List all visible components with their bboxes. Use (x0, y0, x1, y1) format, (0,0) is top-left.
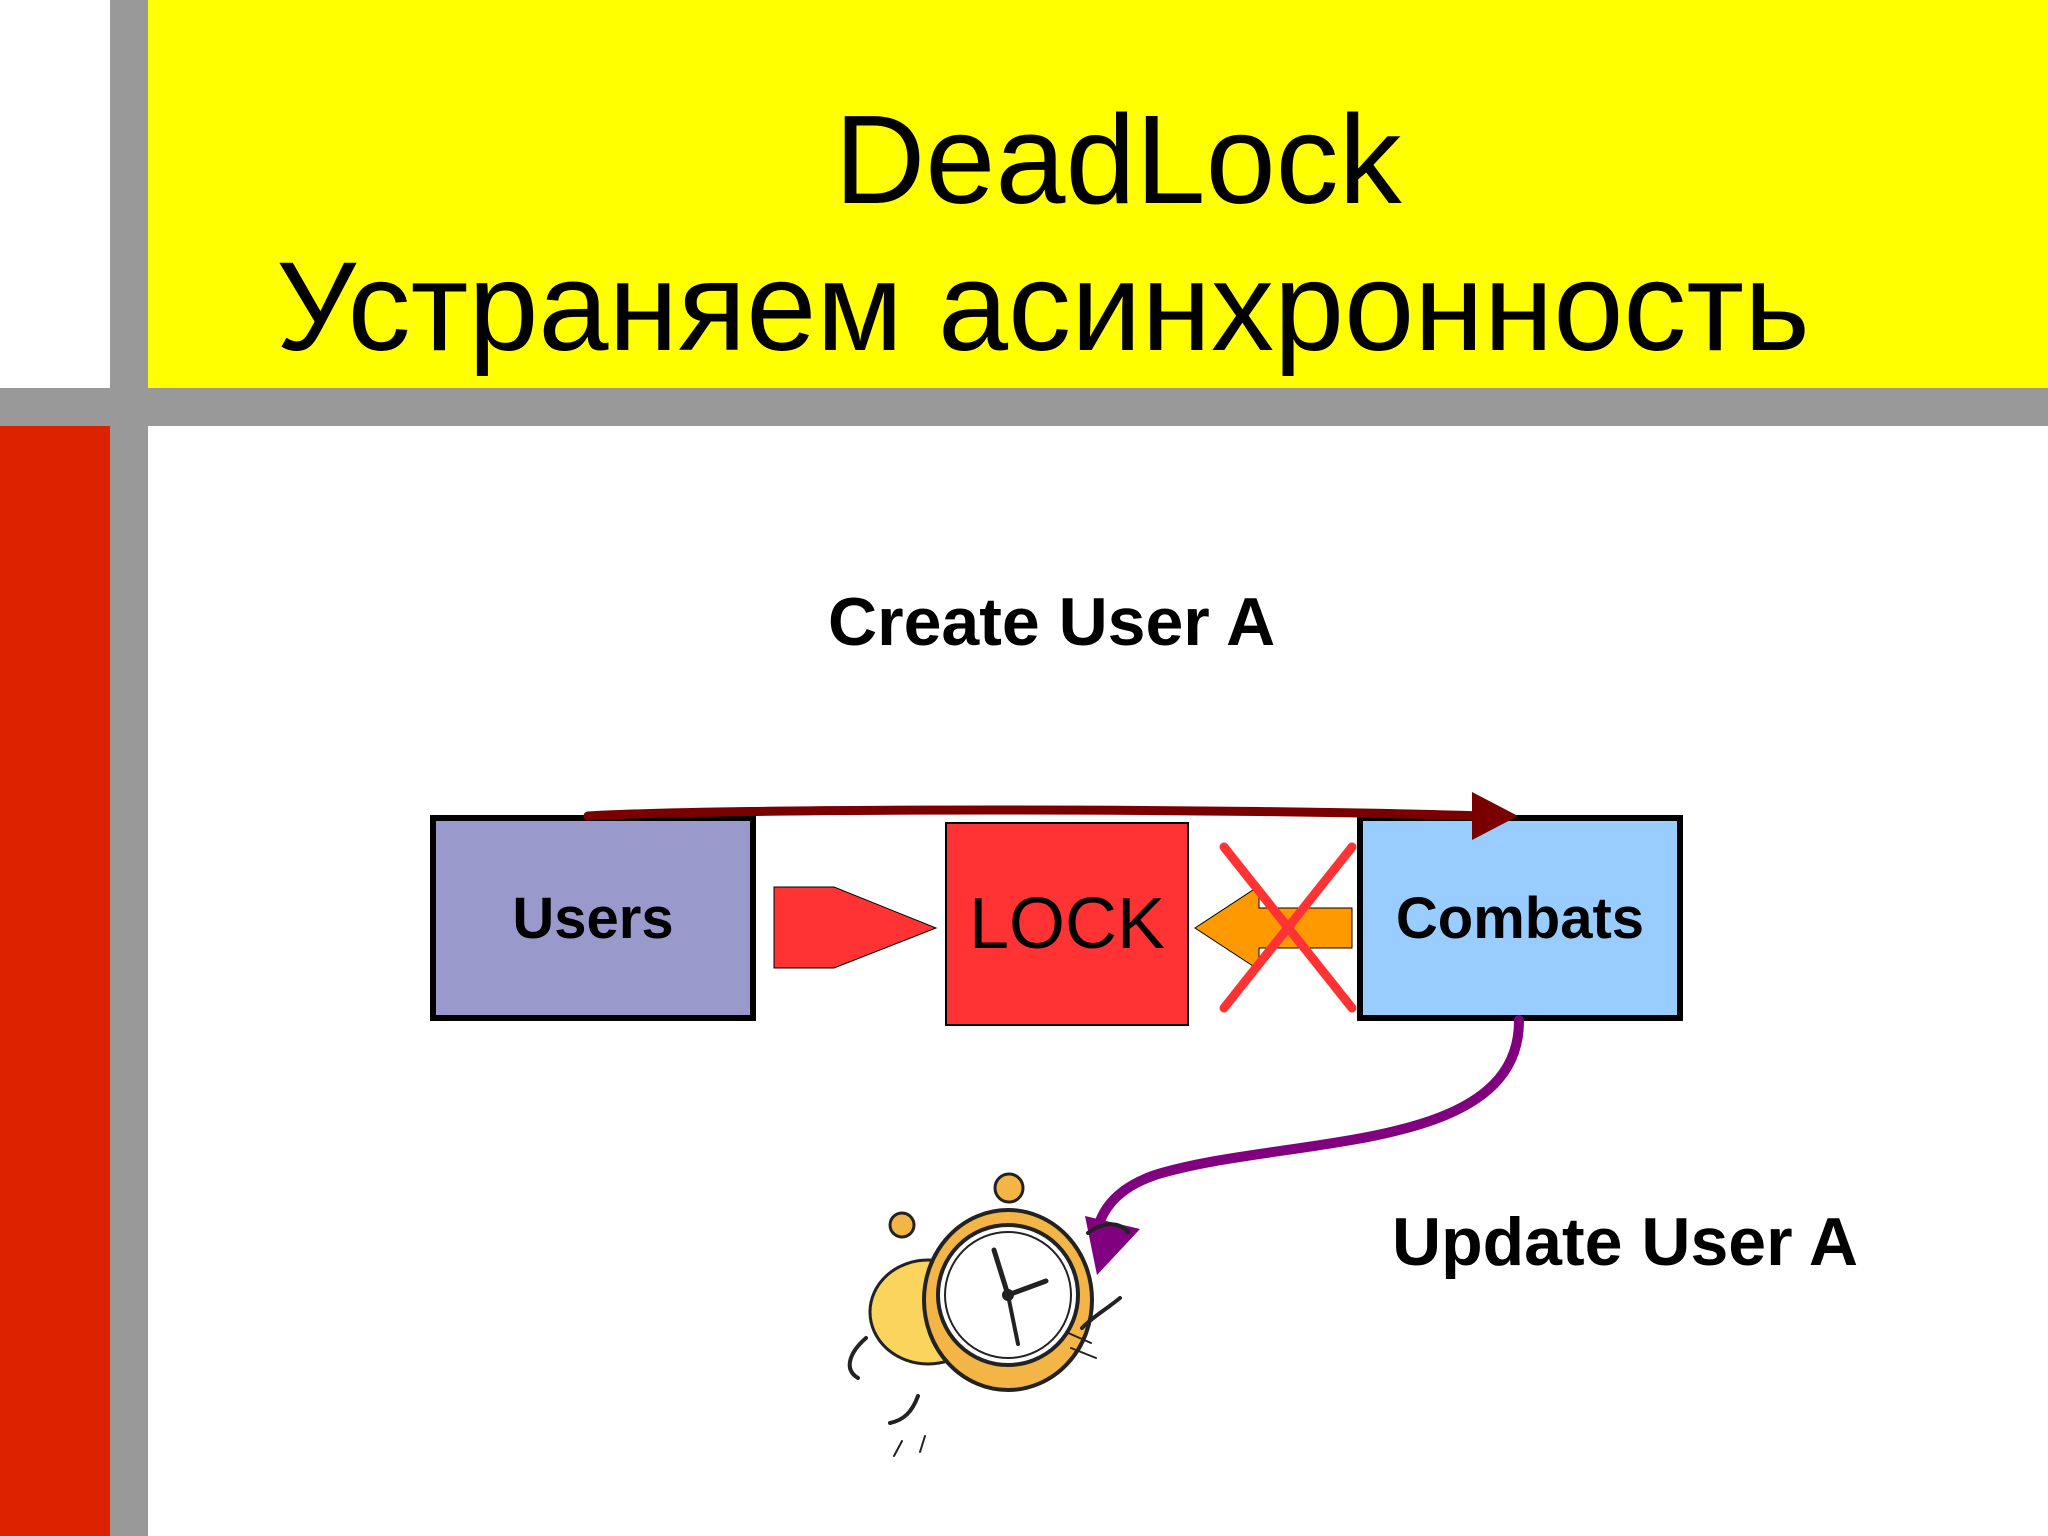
arrow-right-icon (773, 886, 938, 969)
users-box: Users (430, 815, 756, 1021)
header-band (148, 0, 2048, 388)
combats-box-label: Combats (1395, 885, 1645, 951)
left-red-band (0, 426, 110, 1536)
vertical-divider (110, 0, 148, 1536)
alarm-clock-icon (847, 1172, 1130, 1457)
create-user-label: Create User A (828, 584, 1276, 660)
cross-icon (1219, 842, 1357, 1013)
slide-title: DeadLock (834, 89, 1402, 230)
lock-box-label: LOCK (968, 884, 1166, 964)
slide-subtitle: Устраняем асинхронность (276, 236, 1810, 377)
update-user-label: Update User A (1392, 1204, 1859, 1280)
users-box-label: Users (512, 885, 674, 951)
arrow-left-icon (1194, 885, 1353, 971)
lock-box: LOCK (945, 822, 1189, 1026)
horizontal-divider (0, 388, 2048, 426)
combats-box: Combats (1357, 815, 1683, 1021)
